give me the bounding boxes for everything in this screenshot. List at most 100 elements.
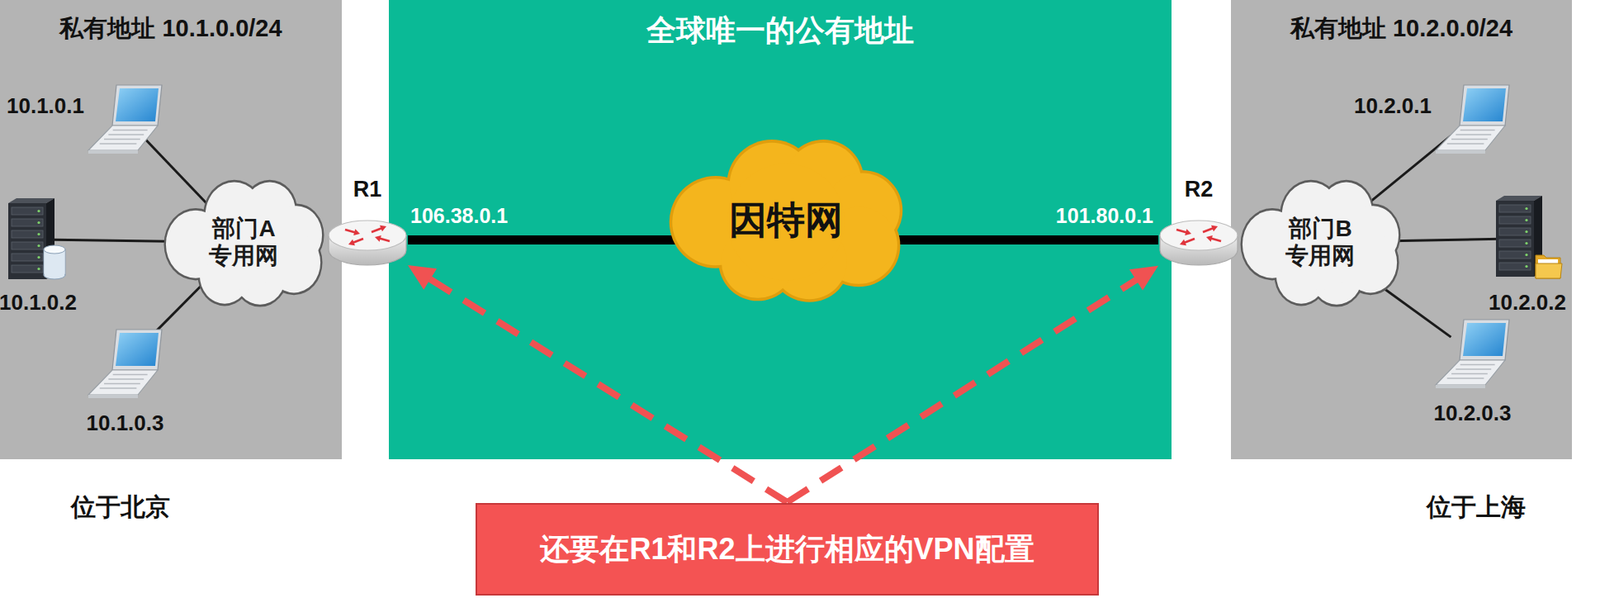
internet-link	[874, 239, 1160, 241]
router-shape	[1158, 208, 1240, 271]
laptop-keys	[108, 378, 144, 380]
connector-line	[787, 277, 1141, 502]
region-ground	[388, 0, 1172, 460]
laptop-keys	[1460, 364, 1496, 366]
laptop-screen	[115, 88, 159, 122]
laptop-base	[1435, 125, 1506, 151]
laptop-keys	[1447, 377, 1485, 379]
database-top	[43, 245, 66, 254]
region-ground	[1230, 0, 1572, 460]
vpn-config-arrow	[407, 265, 788, 502]
laptop-lid	[1459, 319, 1510, 360]
laptop-keys	[1460, 129, 1496, 132]
interface-address: 106.38.0.1	[410, 203, 508, 228]
connector-line	[1362, 135, 1451, 209]
laptop-base	[88, 125, 158, 151]
network-cloud: 因特网	[668, 137, 904, 302]
lan-link	[1362, 135, 1451, 209]
router-arrow-head	[374, 235, 382, 242]
laptop-host: 10.2.0.3	[1434, 317, 1511, 389]
server-light	[1524, 218, 1528, 222]
router-arrow-head	[348, 239, 356, 246]
server-light	[1524, 230, 1528, 233]
laptop-keys	[1455, 133, 1492, 136]
network-cloud: 部门A 专用网	[163, 178, 325, 307]
laptop-keys	[108, 133, 144, 136]
laptop-icon	[1434, 317, 1511, 389]
server-light	[37, 221, 40, 224]
laptop-edge	[1435, 384, 1486, 389]
laptop-keys	[99, 142, 138, 145]
laptop-keys	[104, 138, 141, 141]
laptop-keys	[1455, 368, 1492, 370]
server-slot	[1499, 239, 1531, 247]
laptop-icon	[86, 326, 164, 398]
location-label: 位于北京	[71, 492, 171, 522]
region-title: 全球唯一的公有地址	[388, 0, 1172, 48]
router-icon: R2	[1158, 208, 1240, 271]
laptop-keys	[104, 383, 141, 385]
laptop-keys	[1447, 142, 1485, 145]
arrow-head	[407, 265, 437, 290]
laptop-host: 10.1.0.1	[86, 82, 164, 154]
node-label: 10.2.0.2	[1488, 290, 1567, 316]
note-text: 还要在R1和R2上进行相应的VPN配置	[539, 531, 1034, 566]
laptop-screen	[1462, 88, 1506, 122]
server-light	[1524, 241, 1528, 245]
server-light	[37, 267, 40, 270]
laptop-edge	[88, 394, 138, 398]
server-light	[37, 232, 40, 236]
server-light	[37, 244, 40, 247]
cloud-label: 因特网	[728, 198, 843, 242]
note-box: 还要在R1和R2上进行相应的VPN配置	[475, 502, 1099, 596]
server-light	[1524, 265, 1528, 268]
server-slot	[11, 241, 43, 250]
laptop-keys	[1451, 138, 1488, 141]
laptop-lid	[1459, 85, 1510, 126]
node-label: 10.2.0.3	[1434, 401, 1512, 427]
server-icon	[4, 198, 72, 281]
node-label: R2	[1184, 176, 1214, 203]
region-title: 私有地址 10.1.0.0/24	[0, 0, 342, 43]
router-arrow-head	[1184, 228, 1192, 236]
laptop-lid	[112, 329, 162, 370]
network-region: 因特网 全球唯一的公有地址	[388, 0, 1172, 460]
laptop-keys	[113, 129, 148, 132]
laptop-icon	[86, 82, 164, 154]
router-arrow-head	[1211, 225, 1218, 232]
server-slot	[1499, 204, 1531, 213]
router-arrow-head	[1206, 235, 1213, 242]
server-light	[1524, 207, 1528, 210]
server-slot	[1499, 216, 1531, 224]
connector-line	[426, 277, 787, 502]
router-top	[328, 220, 407, 251]
router-arrow-head	[1179, 239, 1187, 246]
connector-line	[874, 235, 1160, 245]
router-arrow-head	[353, 228, 360, 236]
laptop-keys	[1451, 373, 1488, 375]
folder-front	[1535, 263, 1563, 279]
node-label: 10.2.0.1	[1353, 94, 1432, 119]
router-icon: R1	[326, 208, 408, 271]
network-region: 10.1.0.1 部门A 专用网 10.1.0.2 10.1.0.3 私有地址 10.1…	[0, 0, 342, 460]
server-front	[1495, 200, 1534, 277]
region-title: 私有地址 10.2.0.0/24	[1230, 0, 1572, 43]
server-light	[37, 255, 40, 259]
laptop-icon	[1434, 82, 1511, 154]
network-region: 10.2.0.1部门B 专用网10.2.0.210.2.0.3私有地址 10.2…	[1230, 0, 1572, 460]
node-label: 10.1.0.2	[0, 290, 77, 316]
laptop-edge	[1435, 150, 1486, 154]
laptop-keys	[113, 373, 148, 376]
server-slot	[11, 253, 43, 261]
connector-line	[407, 235, 699, 245]
server-slot	[1499, 262, 1531, 270]
laptop-host: 10.2.0.1	[1434, 82, 1511, 154]
laptop-base	[1435, 359, 1506, 385]
laptop-keys	[99, 387, 138, 389]
server-slot	[11, 207, 43, 215]
server-light	[37, 209, 40, 213]
node-label: 10.1.0.3	[86, 411, 165, 436]
server-host: 10.1.0.2	[4, 198, 72, 281]
server-slot	[11, 230, 43, 238]
